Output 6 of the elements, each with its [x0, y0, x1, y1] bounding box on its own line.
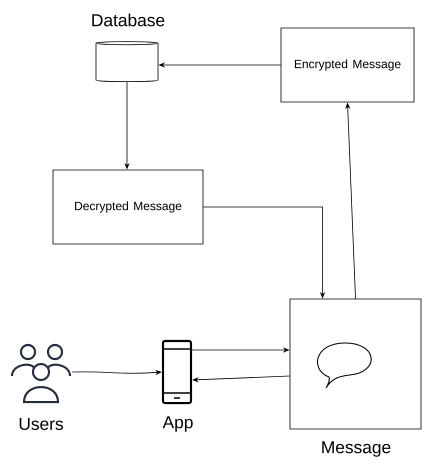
- node-label: Users: [20, 418, 63, 430]
- process-box: Encrypted Message: [280, 28, 414, 102]
- node-label: Database: [92, 14, 164, 26]
- process-box: Decrypted Message: [52, 170, 204, 244]
- node-label: Message: [322, 441, 390, 457]
- node-label: App: [162, 416, 193, 432]
